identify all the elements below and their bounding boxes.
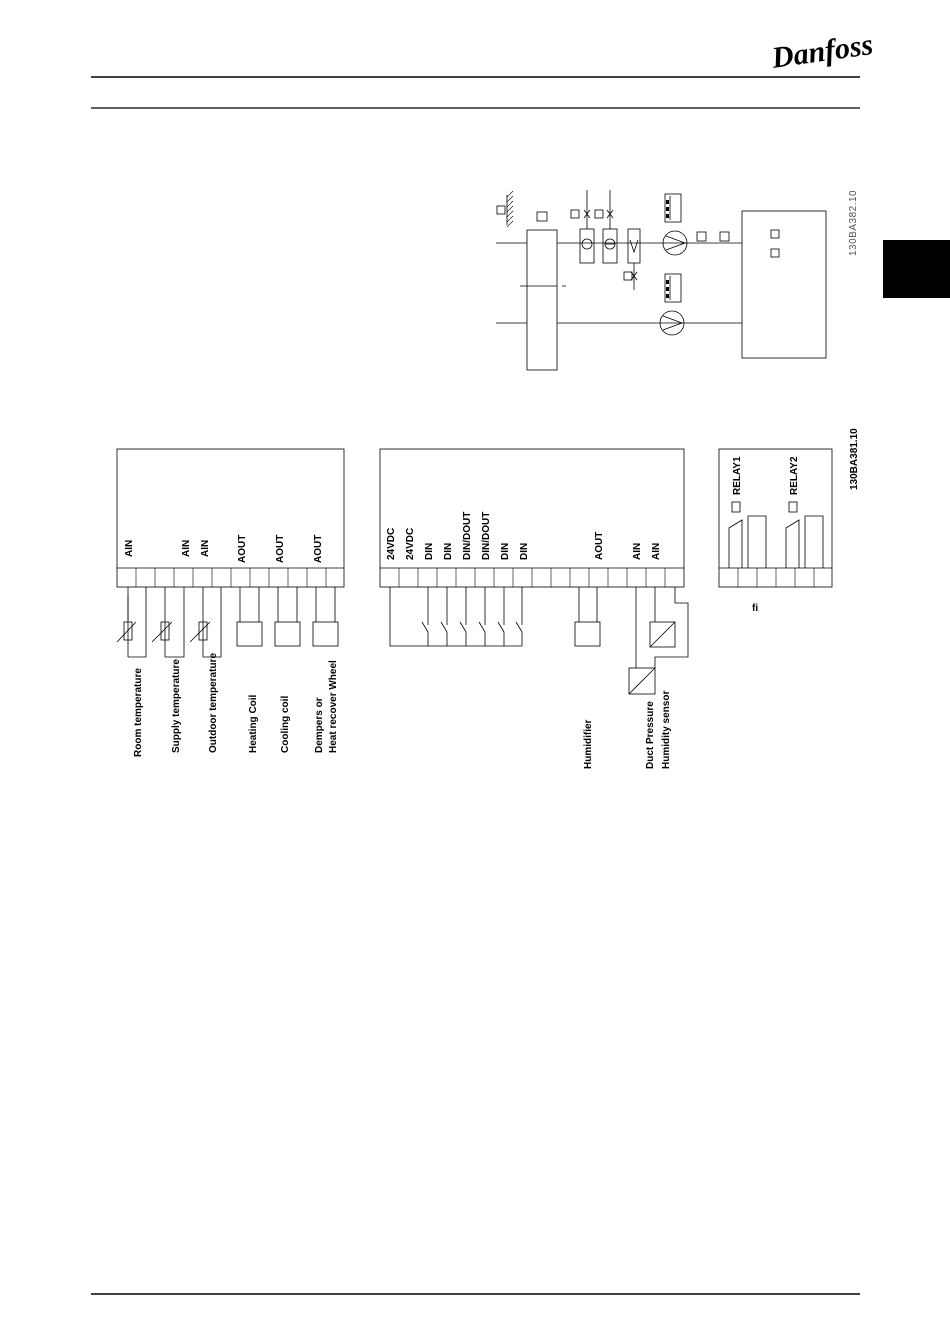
- diagram-code-bottom: 130BA381.10: [849, 428, 860, 490]
- device-label-supply-temperature: Supply temperature: [171, 659, 182, 753]
- terminal-label-aout-2: AOUT: [275, 535, 286, 563]
- device-label-heating-coil: Heating Coil: [248, 694, 259, 753]
- relay-label-1: RELAY1: [732, 456, 743, 495]
- controller-2-device-labels: Humidifier Duct Pressure Humidity sensor: [583, 691, 672, 769]
- terminal-label-aout-1: AOUT: [237, 535, 248, 563]
- terminal-label-dindout-1: DIN/DOUT: [462, 512, 473, 560]
- controller-1-device-labels: Room temperature Supply temperature Outd…: [133, 653, 339, 757]
- terminal-label-din-3: DIN: [500, 543, 511, 560]
- device-label-outdoor-temperature: Outdoor temperature: [208, 653, 219, 753]
- device-label-cooling-coil: Cooling coil: [280, 696, 291, 753]
- page-header: Danfoss: [91, 28, 875, 108]
- device-label-humidity-sensor: Humidity sensor: [661, 691, 672, 769]
- terminal-label-din-2: DIN: [443, 543, 454, 560]
- ahu-diagram: [496, 190, 826, 370]
- device-label-dampers: Dempers or: [314, 697, 325, 753]
- device-label-duct-pressure: Duct Pressure: [645, 701, 656, 769]
- controller-2-terminal-labels: 24VDC 24VDC DIN DIN DIN/DOUT DIN/DOUT DI…: [386, 512, 662, 560]
- diagram-code-top: 130BA382.10: [848, 190, 859, 256]
- terminal-label-aout: AOUT: [594, 532, 605, 560]
- relay-box-labels: RELAY1 RELAY2 fi 130BA381.10: [732, 428, 860, 614]
- terminal-label-ain-2: AIN: [651, 543, 662, 560]
- terminal-label-dindout-2: DIN/DOUT: [481, 512, 492, 560]
- chapter-tab: [883, 240, 950, 298]
- device-label-humidifier: Humidifier: [583, 719, 594, 769]
- terminal-label-din-1: DIN: [424, 543, 435, 560]
- danfoss-logo: Danfoss: [769, 28, 875, 75]
- terminal-label-ain-3: AIN: [200, 540, 211, 557]
- terminal-label-ain-1: AIN: [632, 543, 643, 560]
- controller-1: [117, 449, 344, 657]
- terminal-label-ain-1: AIN: [124, 540, 135, 557]
- terminal-label-aout-3: AOUT: [313, 535, 324, 563]
- terminal-label-ain-2: AIN: [181, 540, 192, 557]
- relay-note: fi: [752, 603, 758, 614]
- controller-2: [380, 449, 688, 694]
- terminal-label-24vdc-1: 24VDC: [386, 528, 397, 560]
- controller-1-terminal-labels: AIN AIN AIN AOUT AOUT AOUT: [124, 535, 324, 563]
- device-label-room-temperature: Room temperature: [133, 668, 144, 757]
- terminal-label-24vdc-2: 24VDC: [405, 528, 416, 560]
- device-label-heat-recover-wheel: Heat recover Wheel: [328, 660, 339, 753]
- relay-label-2: RELAY2: [789, 456, 800, 495]
- terminal-label-din-4: DIN: [519, 543, 530, 560]
